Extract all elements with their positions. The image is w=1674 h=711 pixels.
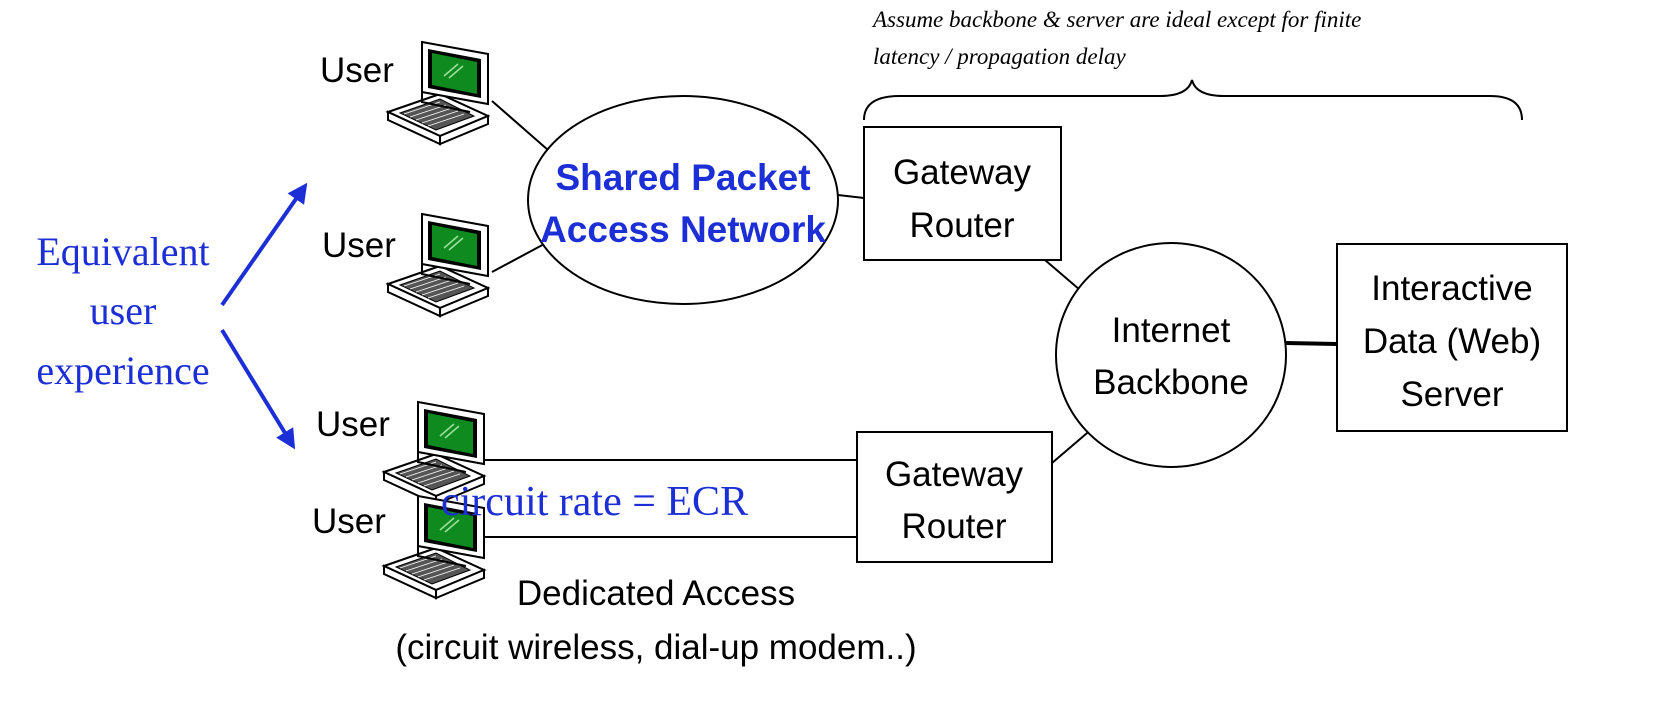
backbone-label-1: Internet xyxy=(1112,311,1231,350)
backbone-label-2: Backbone xyxy=(1093,363,1249,402)
line-backbone-server xyxy=(1285,341,1338,346)
equivalent-label-3: experience xyxy=(36,348,209,393)
web-server-box xyxy=(1336,243,1568,432)
curly-brace xyxy=(863,79,1523,121)
annotation-line-1: Assume backbone & server are ideal excep… xyxy=(871,7,1361,32)
server-label-2: Data (Web) xyxy=(1363,322,1541,361)
arrow-down-icon xyxy=(220,328,296,450)
user-label-1: User xyxy=(320,51,394,90)
arrow-up-icon xyxy=(220,182,308,307)
shared-network-label-1: Shared Packet xyxy=(555,157,810,198)
shared-network-label-2: Access Network xyxy=(540,209,826,250)
connection-lines xyxy=(484,100,1338,538)
laptop-icon xyxy=(387,41,489,145)
server-label-3: Server xyxy=(1400,375,1503,414)
internet-backbone-ellipse xyxy=(1055,242,1287,468)
user-label-3: User xyxy=(316,405,390,444)
gateway-top-label-2: Router xyxy=(909,206,1014,245)
gateway-bottom-label-1: Gateway xyxy=(885,455,1024,494)
equivalent-label-2: user xyxy=(90,288,157,333)
line-user1-shared xyxy=(491,100,549,151)
gateway-top-label-1: Gateway xyxy=(893,153,1032,192)
dedicated-access-label-2: (circuit wireless, dial-up modem..) xyxy=(395,628,916,667)
circuit-rate-label: circuit rate = ECR xyxy=(441,479,748,525)
gateway-router-top xyxy=(863,126,1062,261)
dedicated-access-label-1: Dedicated Access xyxy=(517,574,795,613)
equivalent-label-1: Equivalent xyxy=(36,229,209,274)
shared-network-ellipse xyxy=(527,95,839,305)
gateway-router-bottom xyxy=(856,431,1053,563)
line-gateway-top-backbone xyxy=(1044,259,1081,291)
user-label-4: User xyxy=(312,502,386,541)
line-shared-gateway-top xyxy=(837,194,865,199)
laptop-icon xyxy=(387,213,489,317)
server-label-1: Interactive xyxy=(1371,269,1532,308)
annotation-line-2: latency / propagation delay xyxy=(873,44,1127,69)
line-user2-shared xyxy=(491,241,549,273)
user-label-2: User xyxy=(322,226,396,265)
gateway-bottom-label-2: Router xyxy=(901,507,1006,546)
